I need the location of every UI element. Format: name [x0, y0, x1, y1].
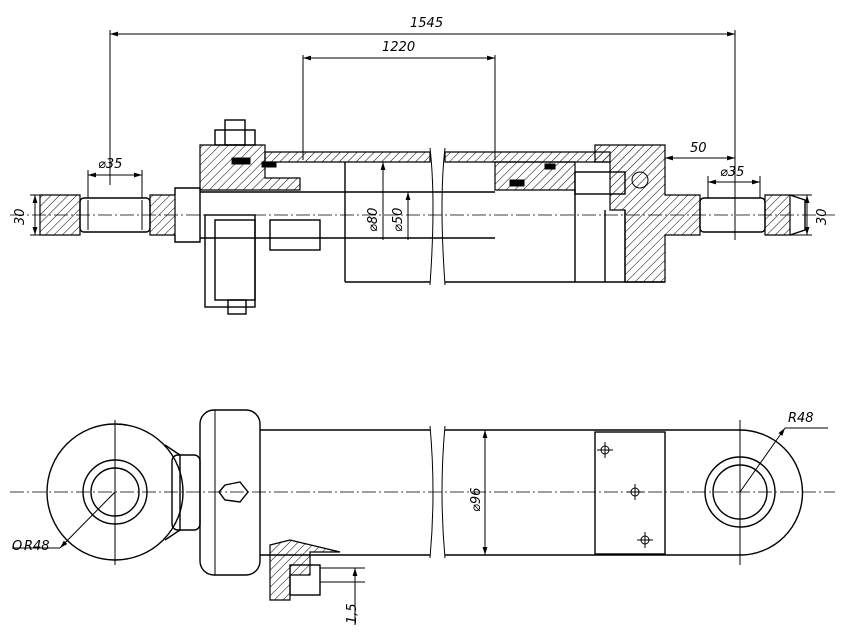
dim-stroke-length: 1220 [302, 40, 496, 160]
piston [494, 161, 626, 282]
dim-overall-length-label: 1545 [410, 16, 443, 31]
right-end-cap [594, 144, 806, 283]
dim-rod-dia: ⌀50 [391, 192, 411, 240]
dim-right-pin-dia-label: ⌀35 [720, 165, 744, 180]
dim-radius-right: R48 [739, 411, 828, 493]
dim-left-pin-dia-label: ⌀35 [98, 157, 122, 172]
side-view: 1,5 ⌀96 R48 O R48 [10, 409, 835, 625]
dim-port-gap-label: 1,5 [345, 603, 360, 624]
dim-radius-right-label: R48 [788, 411, 814, 426]
dim-stroke-length-label: 1220 [382, 40, 415, 55]
dim-radius-left-label: R48 [24, 539, 50, 554]
dim-rod-end-offset: 50 [665, 141, 735, 161]
dim-left-pin-dia: ⌀35 [87, 157, 143, 198]
left-eye-section [39, 187, 201, 243]
gland-head [199, 119, 321, 315]
dim-rod-dia-label: ⌀50 [391, 208, 406, 232]
dim-bore-dia: ⌀80 [366, 162, 386, 240]
dim-left-eye-width: 30 [13, 194, 50, 236]
piston-rod [200, 191, 495, 239]
dim-tube-dia: ⌀96 [469, 430, 488, 555]
left-eye-view [46, 420, 201, 565]
dim-right-eye-width: 30 [790, 194, 830, 236]
dim-bore-dia-label: ⌀80 [366, 208, 381, 232]
dim-tube-dia-label: ⌀96 [469, 488, 484, 512]
dim-rod-end-offset-label: 50 [690, 141, 707, 156]
port-detail: 1,5 [269, 539, 365, 625]
right-eye-view [665, 420, 804, 565]
dim-left-eye-width-label: 30 [13, 208, 28, 225]
dim-right-eye-width-label: 30 [815, 208, 830, 225]
section-view: 1545 1220 50 ⌀35 ⌀35 [10, 16, 835, 315]
dim-overall-length: 1545 [109, 16, 736, 240]
dim-right-pin-dia: ⌀35 [707, 165, 761, 198]
mounting-plate [594, 431, 666, 555]
gland-nut-view [199, 409, 261, 576]
dim-radius-left: O R48 [12, 491, 116, 554]
dim-radius-left-prefix: O [12, 539, 22, 554]
